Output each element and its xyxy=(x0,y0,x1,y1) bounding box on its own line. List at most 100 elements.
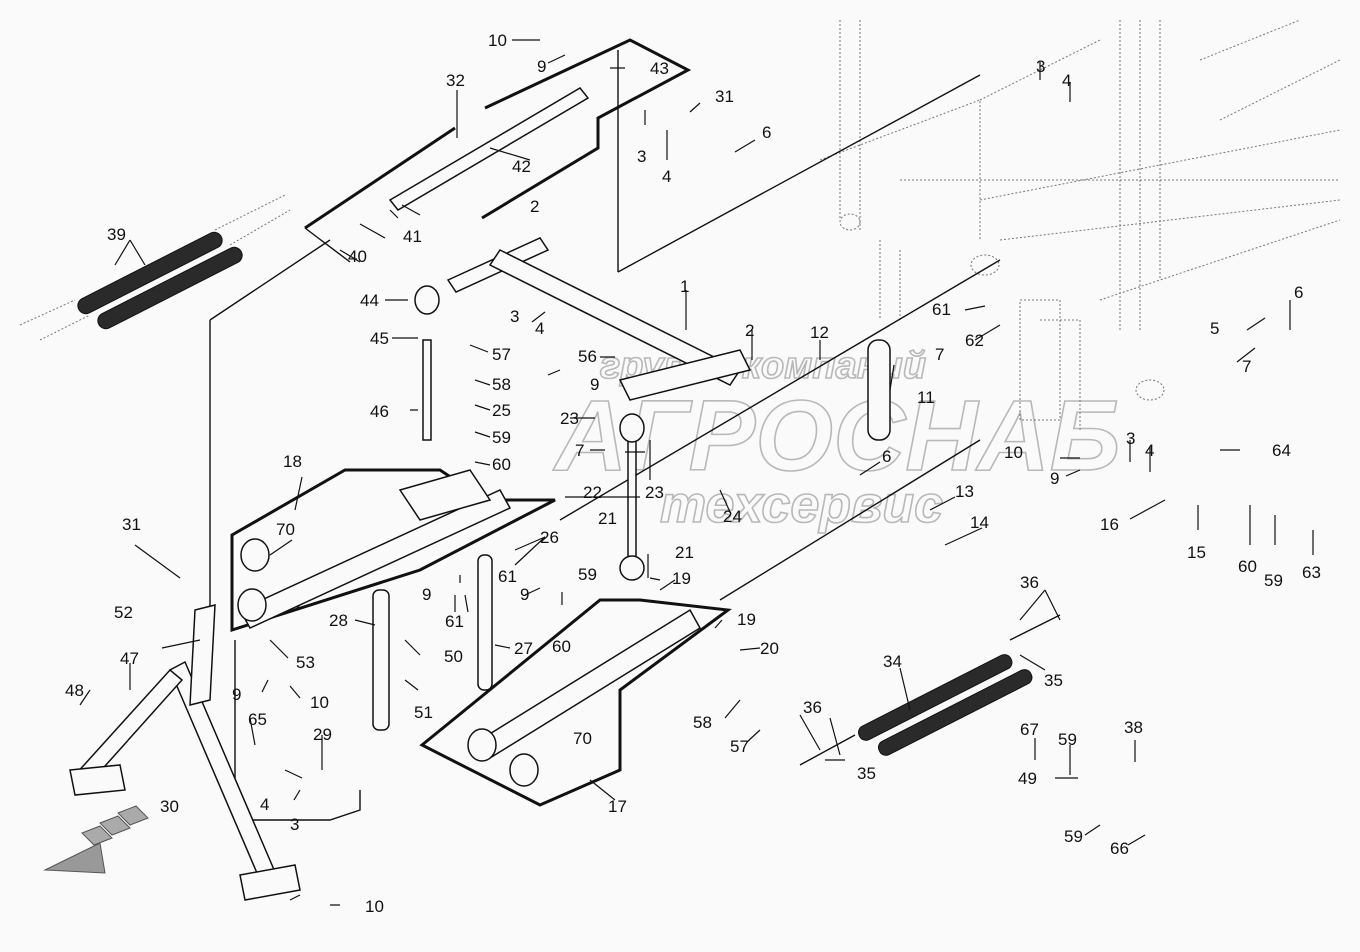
callout-38: 38 xyxy=(1124,718,1143,737)
callout-18: 18 xyxy=(283,452,302,471)
callout-16: 16 xyxy=(1100,515,1119,534)
callout-60-right: 60 xyxy=(1238,557,1257,576)
callout-3-right: 3 xyxy=(1036,57,1045,76)
callout-4-right: 4 xyxy=(1062,71,1071,90)
callout-65: 65 xyxy=(248,710,267,729)
callout-7-right: 7 xyxy=(1242,357,1251,376)
callout-20: 20 xyxy=(760,639,779,658)
callout-44: 44 xyxy=(360,291,379,310)
callout-50: 50 xyxy=(444,647,463,666)
callout-30: 30 xyxy=(160,797,179,816)
callout-42: 42 xyxy=(512,157,531,176)
callout-47: 47 xyxy=(120,649,139,668)
callout-52: 52 xyxy=(114,603,133,622)
callout-4-left: 4 xyxy=(260,795,269,814)
callout-6: 6 xyxy=(762,123,771,142)
callout-59-right: 59 xyxy=(1264,571,1283,590)
callout-9-lower: 9 xyxy=(422,585,431,604)
callout-10-bottom: 10 xyxy=(365,897,384,916)
callout-59-bottom: 59 xyxy=(1064,827,1083,846)
callout-22: 22 xyxy=(583,483,602,502)
callout-6-right: 6 xyxy=(1294,283,1303,302)
callout-67: 67 xyxy=(1020,720,1039,739)
callout-21-right: 21 xyxy=(675,543,694,562)
callout-31-left: 31 xyxy=(122,515,141,534)
callout-59-low: 59 xyxy=(578,565,597,584)
callout-19: 19 xyxy=(672,569,691,588)
callout-23-left: 23 xyxy=(560,409,579,428)
callout-61-low: 61 xyxy=(445,612,464,631)
machine-frame-ghost xyxy=(819,19,1341,430)
callout-leaders xyxy=(79,39,1314,906)
callout-5: 5 xyxy=(1210,319,1219,338)
callout-6-mid: 6 xyxy=(882,447,891,466)
callout-10-left: 10 xyxy=(310,693,329,712)
callout-9: 9 xyxy=(537,57,546,76)
callout-31: 31 xyxy=(715,87,734,106)
callout-27: 27 xyxy=(514,639,533,658)
callout-46: 46 xyxy=(370,402,389,421)
callout-9-mid: 9 xyxy=(590,375,599,394)
travel-direction-arrow xyxy=(43,805,149,874)
shaft-assembly-1 xyxy=(446,237,891,441)
callout-41: 41 xyxy=(403,227,422,246)
callout-51: 51 xyxy=(414,703,433,722)
callout-19-right: 19 xyxy=(737,610,756,629)
callout-13: 13 xyxy=(955,482,974,501)
callout-23-right: 23 xyxy=(645,483,664,502)
callout-3-mid: 3 xyxy=(510,307,519,326)
lower-link-arm-17 xyxy=(467,608,702,787)
callout-3-far: 3 xyxy=(1126,429,1135,448)
callout-labels: 10 9 43 32 42 31 3 4 6 2 41 40 39 44 45 … xyxy=(65,31,1321,916)
callout-36-bottom: 36 xyxy=(803,698,822,717)
callout-43: 43 xyxy=(650,59,669,78)
callout-2: 2 xyxy=(530,197,539,216)
callout-2-mid: 2 xyxy=(745,321,754,340)
callout-48: 48 xyxy=(65,681,84,700)
callout-9-low: 9 xyxy=(520,585,529,604)
callout-21-left: 21 xyxy=(598,509,617,528)
callout-61-top: 61 xyxy=(932,300,951,319)
callout-56: 56 xyxy=(578,347,597,366)
callout-49: 49 xyxy=(1018,769,1037,788)
callout-45: 45 xyxy=(370,329,389,348)
callout-58: 58 xyxy=(492,375,511,394)
callout-57: 57 xyxy=(492,345,511,364)
watermark-line-3: техсервис xyxy=(660,476,943,534)
callout-60: 60 xyxy=(492,455,511,474)
callout-58-low: 58 xyxy=(693,713,712,732)
a-frame-30 xyxy=(69,604,301,901)
callout-57-low: 57 xyxy=(730,737,749,756)
callout-34: 34 xyxy=(883,652,902,671)
callout-26: 26 xyxy=(540,528,559,547)
callout-60-low: 60 xyxy=(552,637,571,656)
callout-14: 14 xyxy=(970,513,989,532)
callout-24: 24 xyxy=(723,507,742,526)
callout-10: 10 xyxy=(488,31,507,50)
callout-3: 3 xyxy=(637,147,646,166)
callout-3-left: 3 xyxy=(290,815,299,834)
callout-29: 29 xyxy=(313,725,332,744)
callout-63: 63 xyxy=(1302,563,1321,582)
cylinders-and-rods xyxy=(372,285,645,731)
callout-62: 62 xyxy=(965,331,984,350)
callout-7-mid: 7 xyxy=(575,441,584,460)
callout-10-right: 10 xyxy=(1004,443,1023,462)
callout-1: 1 xyxy=(680,277,689,296)
callout-32: 32 xyxy=(446,71,465,90)
callout-4-mid: 4 xyxy=(535,319,544,338)
callout-36-top: 36 xyxy=(1020,573,1039,592)
lower-link-arm-18 xyxy=(237,469,512,629)
callout-59: 59 xyxy=(492,428,511,447)
callout-40: 40 xyxy=(348,247,367,266)
callout-25: 25 xyxy=(492,401,511,420)
callout-7-top: 7 xyxy=(935,345,944,364)
callout-35-top: 35 xyxy=(1044,671,1063,690)
callout-39: 39 xyxy=(107,225,126,244)
callout-59-bottom-top: 59 xyxy=(1058,730,1077,749)
callout-11: 11 xyxy=(917,388,935,407)
callout-9-right: 9 xyxy=(1050,469,1059,488)
callout-17: 17 xyxy=(608,797,627,816)
callout-70-low: 70 xyxy=(573,729,592,748)
